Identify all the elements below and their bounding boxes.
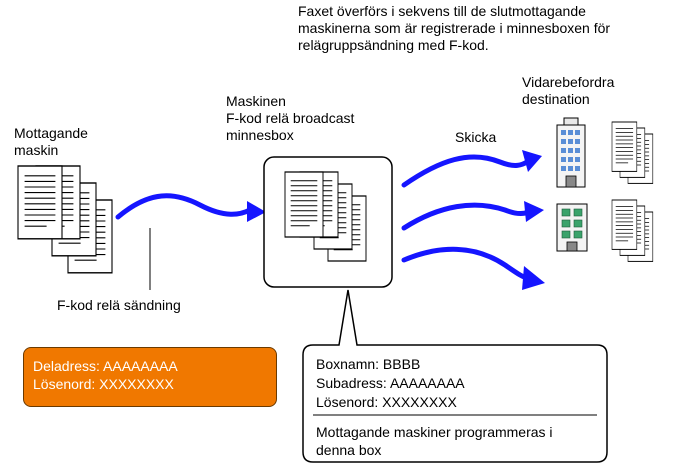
destination-document-stack-2 [611,199,654,262]
receiving-machine-label: Mottagande maskin [14,125,88,158]
callout-subaddress-line: Subadress: AAAAAAAA [316,375,465,391]
fcode-credentials-box: Deladress: AAAAAAAA Lösenord: XXXXXXXX [23,347,277,407]
forward-arrow-1 [401,150,542,188]
forward-destination-label: Vidarebefordra destination [522,74,615,107]
relay-memory-box [263,156,393,288]
box-name-line: Boxnamn: BBBB [316,356,421,372]
send-label: Skicka [455,129,497,145]
relay-send-arrow [115,193,266,222]
receiving-document-stack [17,165,113,274]
memory-box-callout [302,289,608,463]
header-description: Faxet överförs i sekvens till de slutmot… [298,3,611,53]
office-building-icon [556,117,586,188]
callout-password-line: Lösenord: XXXXXXXX [316,394,457,410]
forward-arrow-3 [401,246,545,290]
office-building-icon [556,203,588,252]
forward-arrow-2 [401,201,544,231]
subaddress-line: Deladress: AAAAAAAA [33,358,178,374]
relay-box-label: Maskinen F-kod relä broadcast minnesbox [226,93,355,143]
callout-note: Mottagande maskiner programmeras i denna… [316,424,553,458]
password-line: Lösenord: XXXXXXXX [33,376,174,392]
fcode-relay-label: F-kod relä sändning [57,297,181,313]
destination-document-stack-1 [611,121,654,184]
